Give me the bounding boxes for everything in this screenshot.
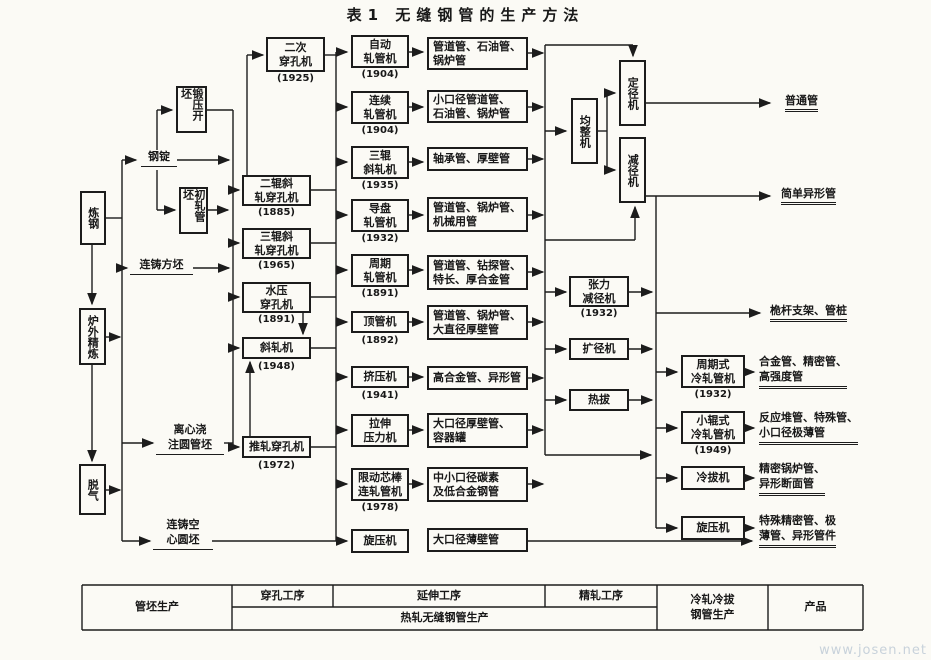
product-box-10: 大口径薄壁管 xyxy=(427,528,528,552)
product-box-6: 管道管、锅炉管、 大直径厚壁管 xyxy=(427,305,528,340)
node-equalizer: 均整机 xyxy=(571,98,598,164)
node-continuous-mill: 连续 轧管机 xyxy=(351,91,409,124)
node-forge-bloom: 锻压开坯 xyxy=(176,86,207,133)
final-alloy-precision-pipe: 合金管、精密管、 高强度管 xyxy=(759,354,847,389)
year-automatic-mill: (1904) xyxy=(361,69,399,80)
product-box-1: 管道管、石油管、 锅炉管 xyxy=(427,37,528,70)
label-centrifugal-billet: 离心浇 注圆管坯 xyxy=(156,423,224,455)
node-push-roll-piercer: 推轧穿孔机 xyxy=(242,436,311,458)
node-small-roll-cold-mill: 小辊式 冷轧管机 xyxy=(681,411,745,444)
product-box-8: 大口径厚壁管、 容器罐 xyxy=(427,413,528,448)
year-hydraulic-piercer: (1891) xyxy=(258,314,295,325)
table-products: 产品 xyxy=(804,600,827,614)
watermark: www.josen.net xyxy=(819,643,927,658)
node-disc-guide-mill: 导盘 轧管机 xyxy=(351,199,409,232)
node-stretch-reducing-mill: 张力 减径机 xyxy=(569,276,629,307)
node-draw-press: 拉伸 压力机 xyxy=(351,414,409,447)
node-refining: 炉外精炼 xyxy=(79,308,106,365)
product-box-7: 高合金管、异形管 xyxy=(427,366,528,390)
year-periodic-mill: (1891) xyxy=(361,288,399,299)
year-small-roll-cold-mill: (1949) xyxy=(694,445,732,456)
year-push-roll-piercer: (1972) xyxy=(258,460,295,471)
year-two-roll-piercer: (1885) xyxy=(258,207,295,218)
node-degassing: 脱气 xyxy=(79,464,106,515)
year-stretch-reducing-mill: (1932) xyxy=(580,308,618,319)
node-sizing-mill: 定径机 xyxy=(619,60,646,126)
final-reactor-special-pipe: 反应堆管、特殊管、 小口径极薄管 xyxy=(759,410,858,445)
final-ordinary-pipe: 普通管 xyxy=(785,93,818,113)
node-extrusion-press: 挤压机 xyxy=(351,366,409,388)
year-disc-guide-mill: (1932) xyxy=(361,233,399,244)
node-mandrel-mill: 限动芯棒 连轧管机 xyxy=(351,468,409,501)
year-three-roll-cross-mill: (1935) xyxy=(361,180,399,191)
node-hot-drawing: 热拔 xyxy=(569,389,629,411)
node-expanding-mill: 扩径机 xyxy=(569,338,629,360)
node-reducing-mill: 减径机 xyxy=(619,137,646,203)
year-periodic-cold-mill: (1932) xyxy=(694,389,732,400)
final-precision-boiler-pipe: 精密锅炉管、 异形断面管 xyxy=(759,461,825,496)
final-simple-shaped-pipe: 简单异形管 xyxy=(781,186,836,206)
product-box-9: 中小口径碳素 及低合金钢管 xyxy=(427,467,528,502)
product-box-4: 管道管、锅炉管、 机械用管 xyxy=(427,197,528,232)
label-ingot: 钢锭 xyxy=(141,150,177,167)
year-mandrel-mill: (1978) xyxy=(361,502,399,513)
label-cc-square-billet: 连铸方坯 xyxy=(130,258,193,275)
year-cross-roll-mill: (1948) xyxy=(258,361,295,372)
node-hydraulic-piercer: 水压 穿孔机 xyxy=(242,282,311,313)
table-hot-rolled-production: 热轧无缝钢管生产 xyxy=(400,611,489,625)
year-secondary-piercer: (1925) xyxy=(277,73,314,84)
table-billet-production: 管坯生产 xyxy=(135,600,179,614)
page-title: 表1 无缝钢管的生产方法 xyxy=(346,6,585,24)
node-spinning-machine-right: 旋压机 xyxy=(681,516,745,540)
node-cold-drawing-machine: 冷拔机 xyxy=(681,466,745,490)
year-extrusion-press: (1941) xyxy=(361,390,399,401)
node-secondary-piercer: 二次 穿孔机 xyxy=(266,37,325,72)
final-special-precision-pipe: 特殊精密管、极 薄管、异形管件 xyxy=(759,513,836,548)
table-piercing-process: 穿孔工序 xyxy=(260,588,305,602)
node-push-bench: 顶管机 xyxy=(351,311,409,333)
product-box-2: 小口径管道管、 石油管、锅炉管 xyxy=(427,90,528,123)
node-spinning-machine-mid: 旋压机 xyxy=(351,529,409,553)
year-continuous-mill: (1904) xyxy=(361,125,399,136)
node-two-roll-piercer: 二辊斜 轧穿孔机 xyxy=(242,175,311,206)
node-three-roll-piercer: 三辊斜 轧穿孔机 xyxy=(242,228,311,259)
node-periodic-cold-mill: 周期式 冷轧管机 xyxy=(681,355,745,388)
node-primary-billet: 初轧管坯 xyxy=(179,187,208,234)
year-three-roll-piercer: (1965) xyxy=(258,260,295,271)
product-box-3: 轴承管、厚壁管 xyxy=(427,147,528,171)
node-cross-roll-mill: 斜轧机 xyxy=(242,337,311,359)
table-finishing-process: 精轧工序 xyxy=(579,588,623,602)
node-three-roll-cross-mill: 三辊 斜轧机 xyxy=(351,146,409,179)
table-cold-production: 冷轧冷拔 钢管生产 xyxy=(690,593,735,621)
table-elongation-process: 延伸工序 xyxy=(417,588,461,602)
node-periodic-mill: 周期 轧管机 xyxy=(351,254,409,287)
label-cc-hollow-billet: 连铸空 心圆坯 xyxy=(153,518,213,550)
node-steelmaking: 炼钢 xyxy=(80,191,106,245)
year-push-bench: (1892) xyxy=(361,335,399,346)
node-automatic-mill: 自动 轧管机 xyxy=(351,35,409,68)
final-mast-support-pipe-pile: 桅杆支架、管桩 xyxy=(770,303,847,323)
product-box-5: 管道管、钻探管、 特长、厚合金管 xyxy=(427,255,528,290)
